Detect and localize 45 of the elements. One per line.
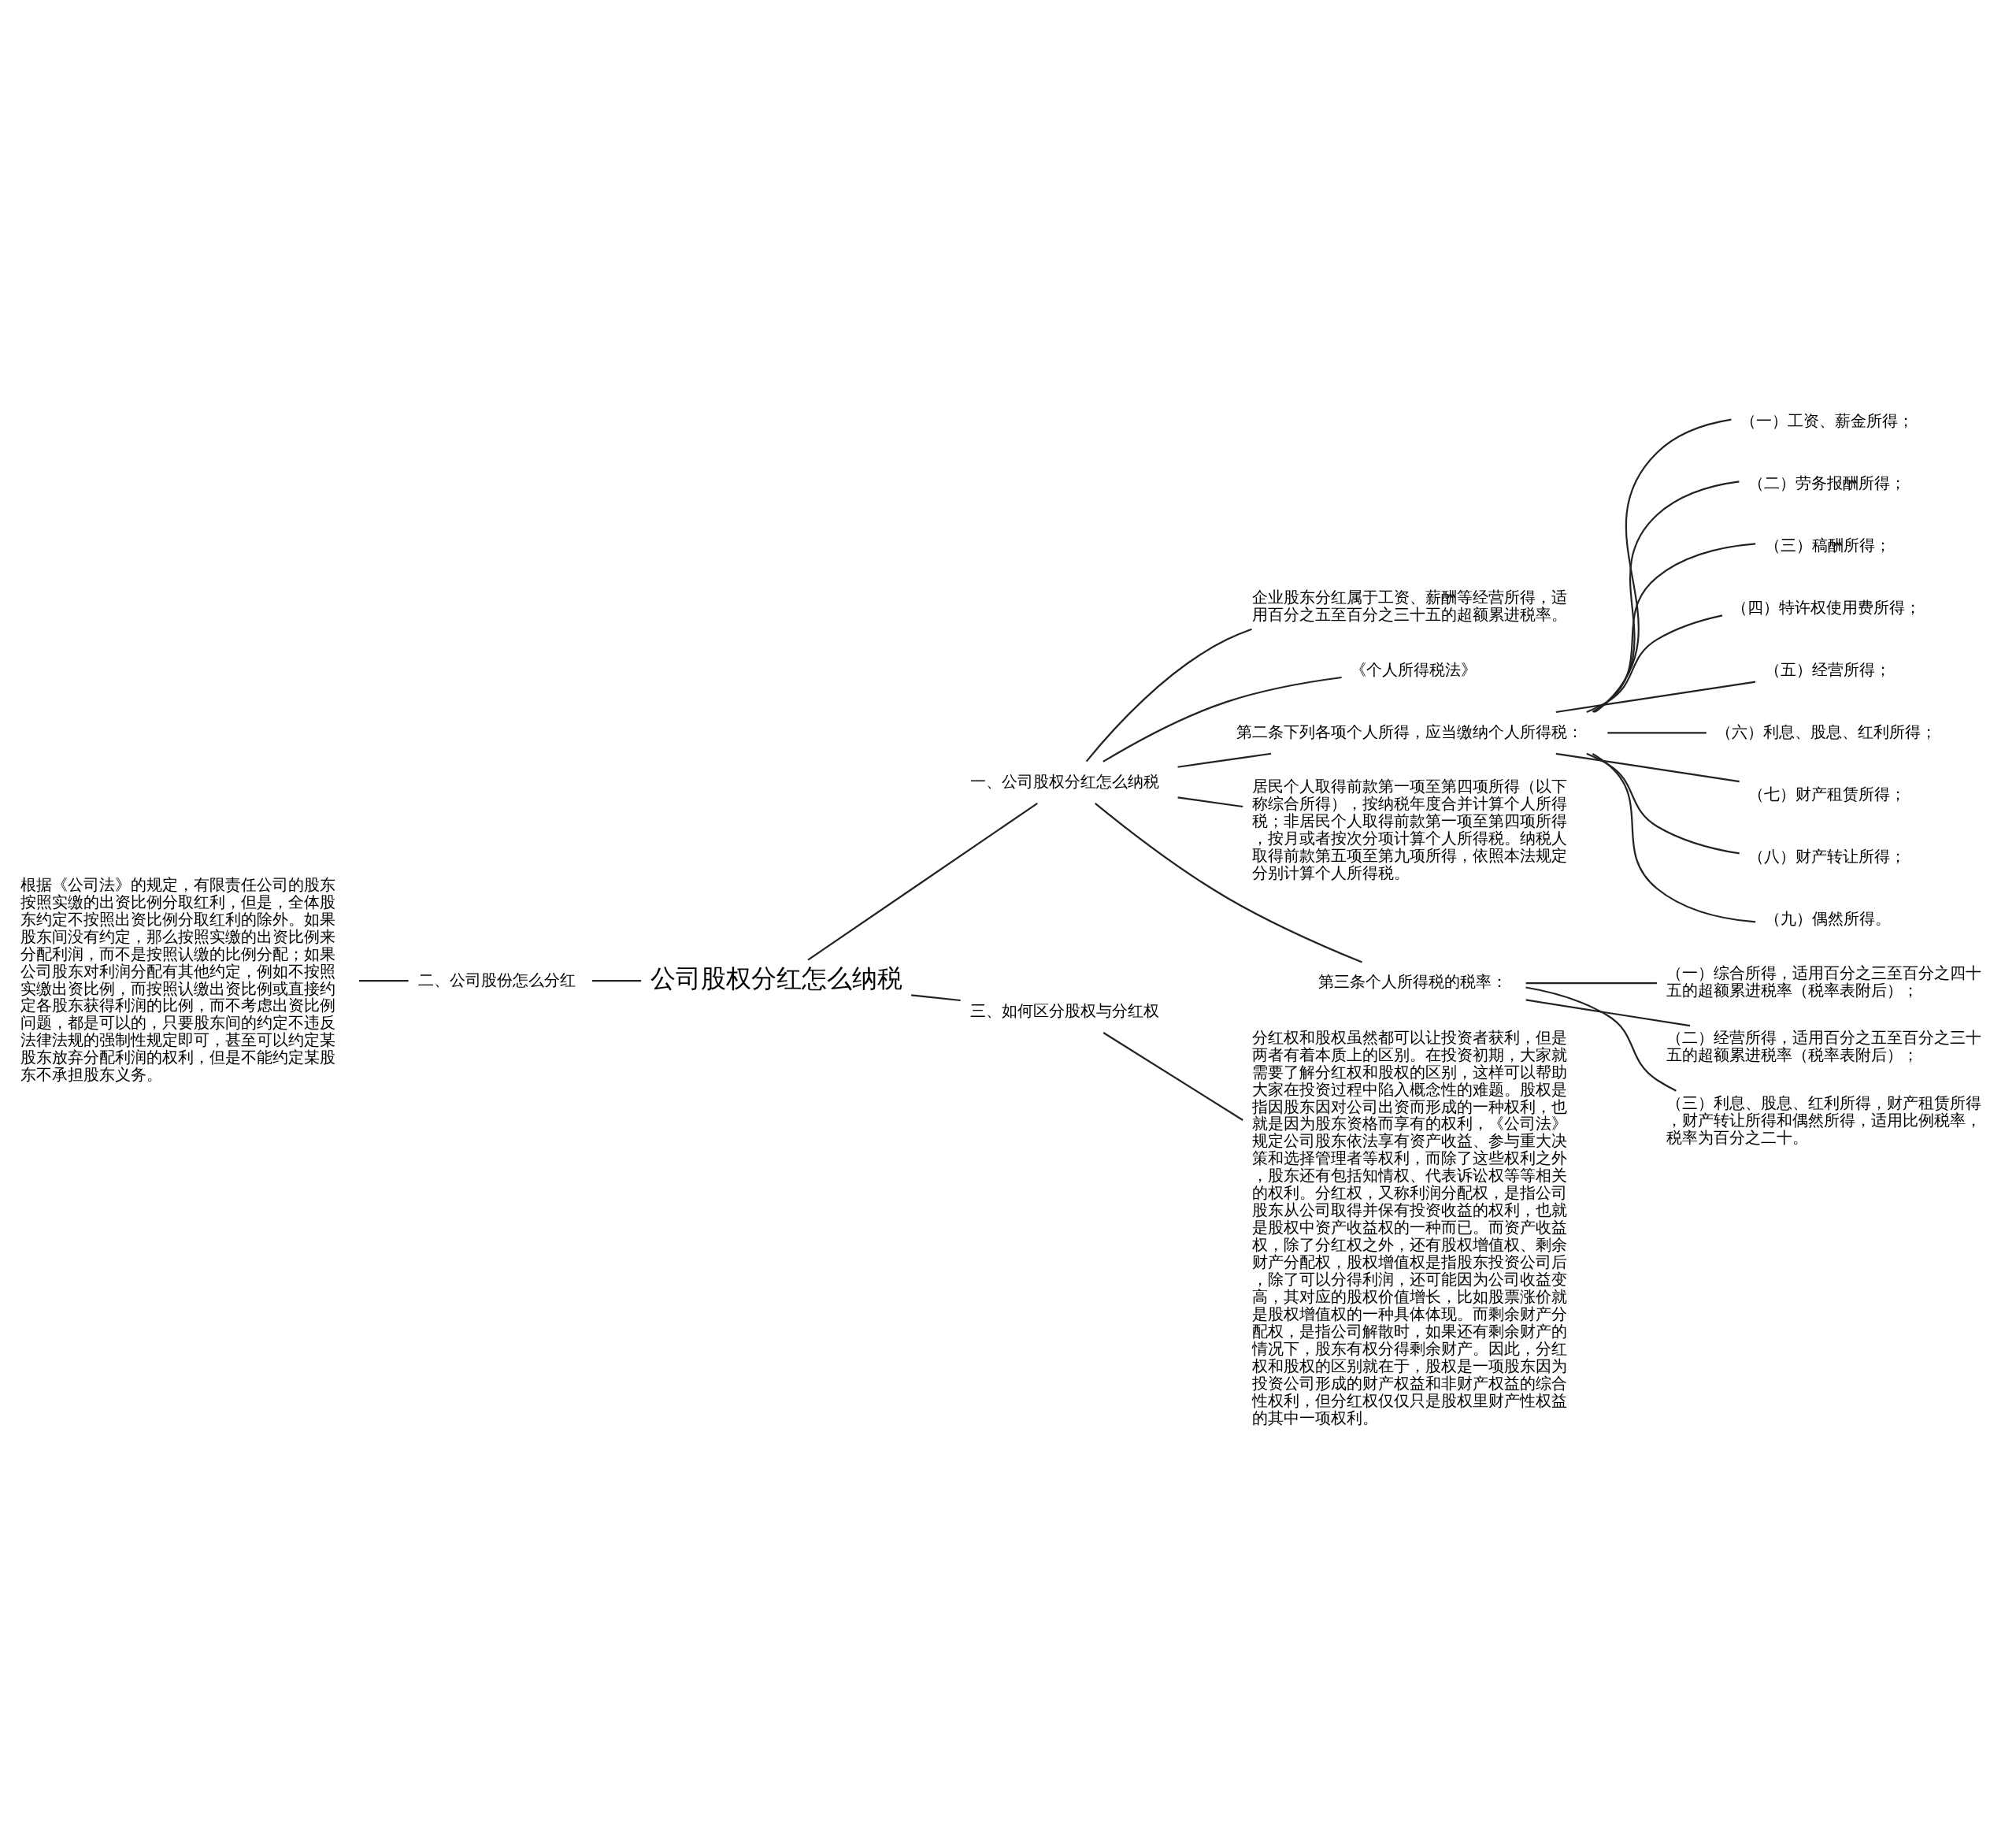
node-text: 根据《公司法》的规定，有限责任公司的股东按照实缴的出资比例分取红利，但是，全体股东约定不按照出资比例分取红利的除外。如果股东间没有约定，那么按照实缴的出资比例来分配利润，而不是按照认缴的比例分配；如果公司股东对利润分配有其他约定，例如不按照实缴出资比例，而按照认缴出资比例或直接约定各股东获得利润的比例，而不考虑出资比例问题，都是可以的，只要股东间的约定不违反法律法规的强制性规定即可，甚至可以约定某股东放弃分配利润的权利，但是不能约定某股东不承担股东义务。	[20, 874, 335, 1085]
connector	[1177, 752, 1272, 768]
node-text: 分红权和股权虽然都可以让投资者获利，但是两者有着本质上的区别。在投资初期，大家就需要了解分红权和股权的区别，这样可以帮助大家在投资过程中陷入概念性的难题。股权是指因股东因对公司出资而形成的一种权利，也就是因为股东资格而享有的权利，《公司法》规定公司股东依法享有资产收益、参与重大决策和选择管理者等权利，而除了这些权利之外，股东还有包括知情权、代表诉讼权等等相关的权利。分红权，又称利润分配权，是指公司股东从公司取得并保有投资收益的权利，也就是股权中资产收益权的一种而已。而资产收益权，除了分红权之外，还有股权增值权、剩余财产分配权，股权增值权是指股东投资公司后，除了可以分得利润，还可能因为公司收益变高，其对应的股权价值增长，比如股票涨价就是股权增值权的一种具体体现。而剩余财产分配权，是指公司解散时，如果还有剩余财产的情况下，股东有权分得剩余财产。因此，分红权和股权的区别就在于，股权是一项股东因为投资公司形成的财产权益和非财产权益的综合性权利，但分红权仅仅只是股权里财产性权益的其中一项权利。	[1252, 1027, 1568, 1427]
connector	[1555, 752, 1740, 783]
connector	[911, 994, 961, 1002]
node-text: 居民个人取得前款第一项至第四项所得（以下称综合所得），按纳税年度合并计算个人所得税；非居民个人取得前款第一项至第四项所得，按月或者按次分项计算个人所得税。纳税人取得前款第五项至第九项所得，依照本法规定分别计算个人所得税。	[1252, 777, 1568, 883]
node-text: （一）综合所得，适用百分之三至百分之四十五的超额累进税率（税率表附后）；	[1666, 963, 1981, 1000]
node-text: 公司股权分红怎么纳税	[650, 963, 903, 994]
connector	[1593, 481, 1740, 713]
connector	[591, 980, 642, 982]
connector	[1525, 981, 1657, 985]
node-text: 一、公司股权分红怎么纳税	[969, 771, 1159, 791]
connector	[1607, 732, 1707, 734]
node-text: 二、公司股份怎么分红	[417, 970, 576, 989]
node-text: （二）经营所得，适用百分之五至百分之三十五的超额累进税率（税率表附后）；	[1666, 1028, 1981, 1065]
node-text: （三）利息、股息、红利所得，财产租赁所得，财产转让所得和偶然所得，适用比例税率，税率为百分之二十。	[1666, 1093, 1981, 1148]
connector	[1525, 986, 1677, 1092]
node-text: （一）工资、薪金所得；	[1740, 410, 1914, 430]
connector	[1592, 753, 1756, 923]
connector	[359, 980, 409, 982]
connector	[1594, 418, 1732, 713]
connector	[1095, 803, 1362, 963]
node-text: 三、如何区分股权与分红权	[969, 1001, 1159, 1021]
node-text: （八）财产转让所得；	[1748, 846, 1907, 866]
connector	[807, 802, 1038, 961]
node-text: 第二条下列各项个人所得，应当缴纳个人所得税：	[1236, 722, 1583, 741]
node-text: （五）经营所得；	[1764, 659, 1891, 679]
connector	[1102, 676, 1342, 763]
node-text: （四）特许权使用费所得；	[1732, 597, 1922, 617]
node-text: 第三条个人所得税的税率：	[1317, 972, 1507, 992]
node-text: （二）劳务报酬所得；	[1748, 473, 1907, 492]
node-text: （六）利息、股息、红利所得；	[1715, 722, 1936, 741]
connector	[1177, 796, 1243, 808]
connector	[1586, 752, 1740, 855]
node-text: （九）偶然所得。	[1764, 908, 1891, 928]
node-text: （七）财产租赁所得；	[1748, 784, 1907, 803]
node-text: （三）稿酬所得；	[1764, 535, 1891, 555]
connector	[1555, 681, 1756, 714]
node-text: 《个人所得税法》	[1351, 659, 1477, 679]
connector	[1586, 614, 1723, 713]
connector	[1085, 628, 1252, 763]
connector	[1102, 1032, 1243, 1121]
node-text: 企业股东分红属于工资、薪酬等经营所得，适用百分之五至百分之三十五的超额累进税率。	[1252, 588, 1568, 625]
connector	[1592, 543, 1756, 713]
connector	[1525, 999, 1691, 1027]
